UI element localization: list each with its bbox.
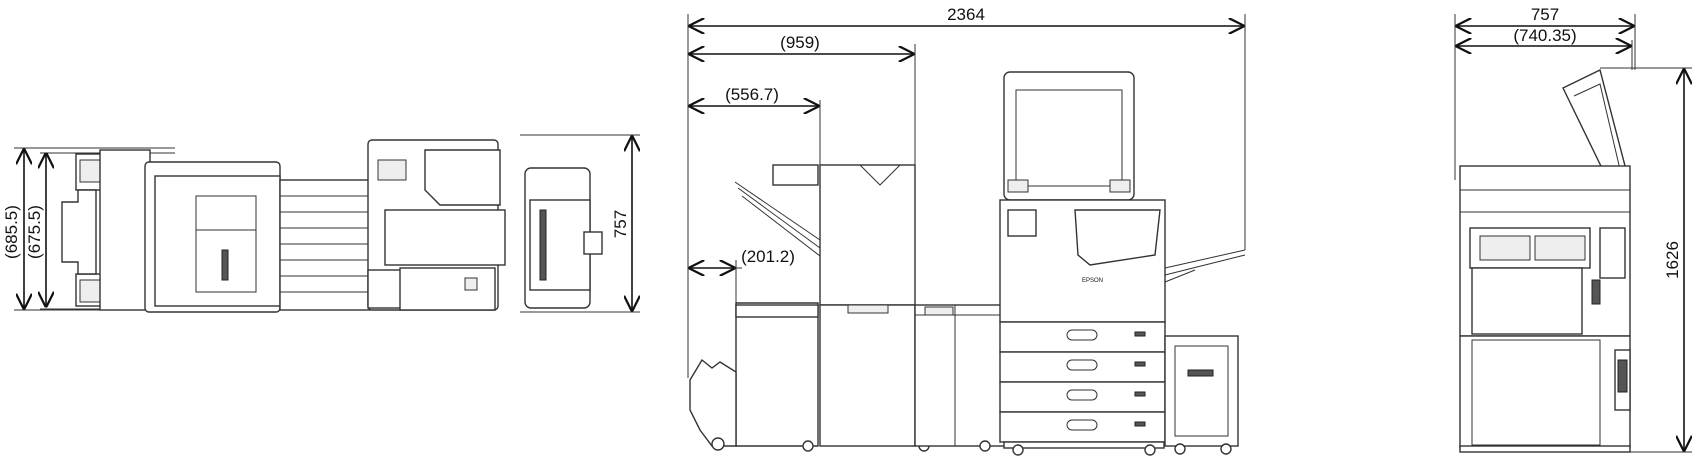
front-dim-finisher-label: (959) — [780, 33, 820, 52]
front-dim-tray-label: (201.2) — [741, 247, 795, 266]
side-dim-height-label: 1626 — [1663, 241, 1682, 279]
top-dim-inner-label: (675.5) — [25, 205, 44, 259]
top-dim-outer-label: (685.5) — [2, 205, 21, 259]
top-view: (685.5) (675.5) — [2, 134, 640, 313]
side-dim-depth-inner-label: (740.35) — [1513, 26, 1576, 45]
top-dim-depth-label: 757 — [611, 210, 630, 238]
side-view: 757 (740.35) 1626 — [1454, 5, 1692, 453]
front-dim-booklet-label: (556.7) — [725, 85, 779, 104]
side-dim-depth-label: 757 — [1531, 5, 1559, 24]
front-dim-total-label: 2364 — [947, 5, 985, 24]
front-view: 2364 (959) (556.7) (201.2) — [687, 5, 1246, 456]
brand-label: EPSON — [1082, 278, 1103, 284]
